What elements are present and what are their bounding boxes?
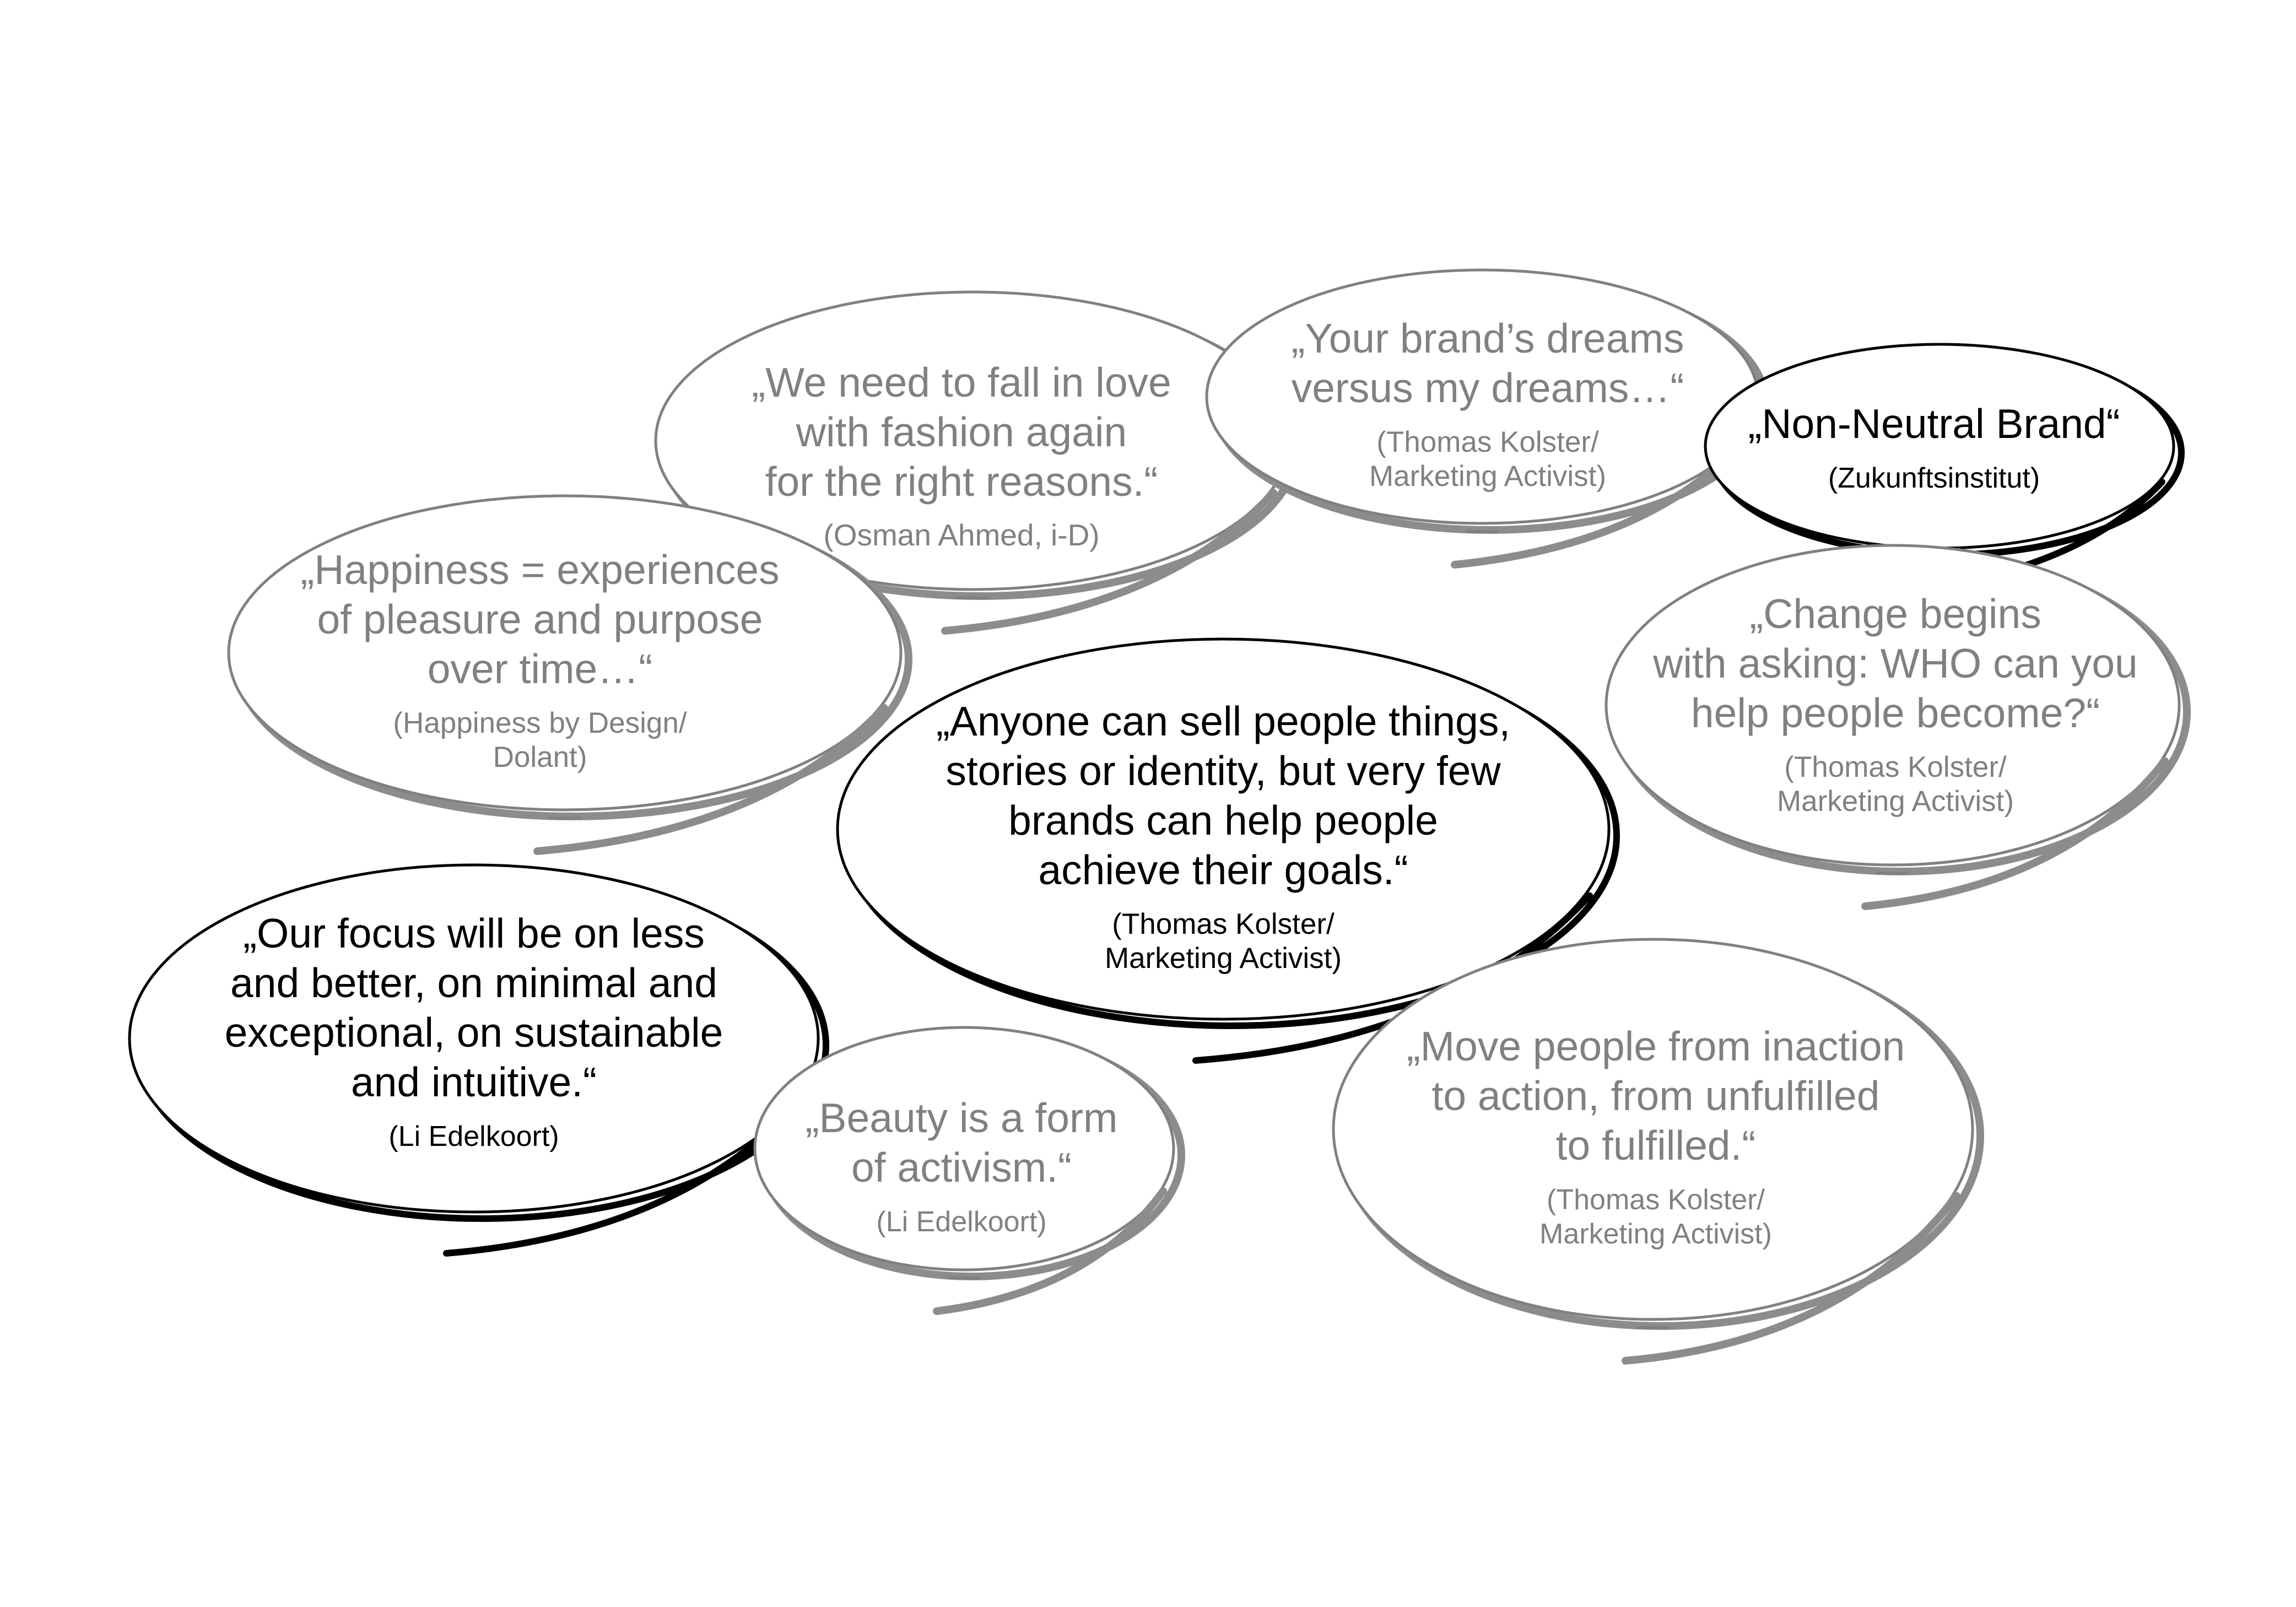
quote-line: with asking: WHO can you [1652,640,2138,686]
quote-source: (Osman Ahmed, i-D) [823,518,1099,552]
quote-line: and better, on minimal and [230,960,717,1006]
quote-line: „Happiness = experiences [300,547,779,593]
quote-bubble-non-neutral-brand: „Non-Neutral Brand“ (Zukunftsinstitut) [1704,343,2185,593]
quote-source: (Zukunftsinstitut) [1828,462,2040,494]
bubble-fill [231,498,899,808]
quote-source: Marketing Activist) [1369,460,1606,493]
quote-source: Marketing Activist) [1539,1218,1772,1250]
quote-source: (Happiness by Design/ [393,707,687,739]
quote-line: of pleasure and purpose [317,596,763,642]
quote-line: versus my dreams…“ [1292,365,1684,411]
quote-source: (Thomas Kolster/ [1112,908,1335,940]
quote-bubble-anyone-can-sell: „Anyone can sell people things,stories o… [836,637,1620,1064]
quote-line: „Anyone can sell people things, [936,698,1510,744]
quote-line: to action, from unfulfilled [1432,1073,1880,1119]
quote-source: Dolant) [493,741,587,773]
quote-line: „Move people from inaction [1407,1023,1905,1069]
quote-line: „Your brand’s dreams [1292,315,1684,361]
quote-line: „Our focus will be on less [243,910,705,956]
quote-source: (Thomas Kolster/ [1376,426,1599,458]
quote-line: „We need to fall in love [752,359,1171,405]
quote-source: (Li Edelkoort) [876,1206,1046,1238]
bubble-fill [1336,942,1970,1317]
quote-line: stories or identity, but very few [946,748,1501,794]
bubble-fill [840,641,1607,1017]
bubble-fill [1608,548,2177,863]
bubble-fill [658,294,1287,587]
quote-line: „Change begins [1749,591,2041,637]
quote-line: with fashion again [796,409,1127,455]
bubble-tail-shadow [933,1187,1167,1315]
bubble-tail-shadow [941,489,1278,635]
quote-source: (Thomas Kolster/ [1784,751,2007,783]
quote-source: (Li Edelkoort) [388,1121,559,1153]
quote-line: „Beauty is a form [806,1095,1118,1141]
bubble-fill [132,867,816,1210]
quote-line: brands can help people [1008,797,1438,843]
bubble-tail-shadow [1622,1192,1960,1365]
quote-source: (Thomas Kolster/ [1547,1184,1765,1216]
bubble-fill [1209,272,1755,521]
bubble-tail-shadow [1861,757,2169,910]
quote-source: Marketing Activist) [1777,785,2014,818]
bubble-fill [757,1030,1171,1268]
bubble-tail-shadow [533,704,888,855]
quote-line: of activism.“ [851,1144,1072,1191]
quote-line: exceptional, on sustainable [225,1009,723,1056]
quote-line: and intuitive.“ [351,1059,597,1105]
quote-line: help people become?“ [1691,690,2100,736]
quote-line: „Non-Neutral Brand“ [1748,401,2120,447]
bubble-fill [1708,347,2171,546]
quote-line: for the right reasons.“ [765,458,1158,505]
quote-line: to fulfilled.“ [1556,1122,1756,1168]
quote-line: over time…“ [428,646,652,692]
quote-source: Marketing Activist) [1105,942,1342,975]
quote-line: achieve their goals.“ [1038,847,1408,893]
